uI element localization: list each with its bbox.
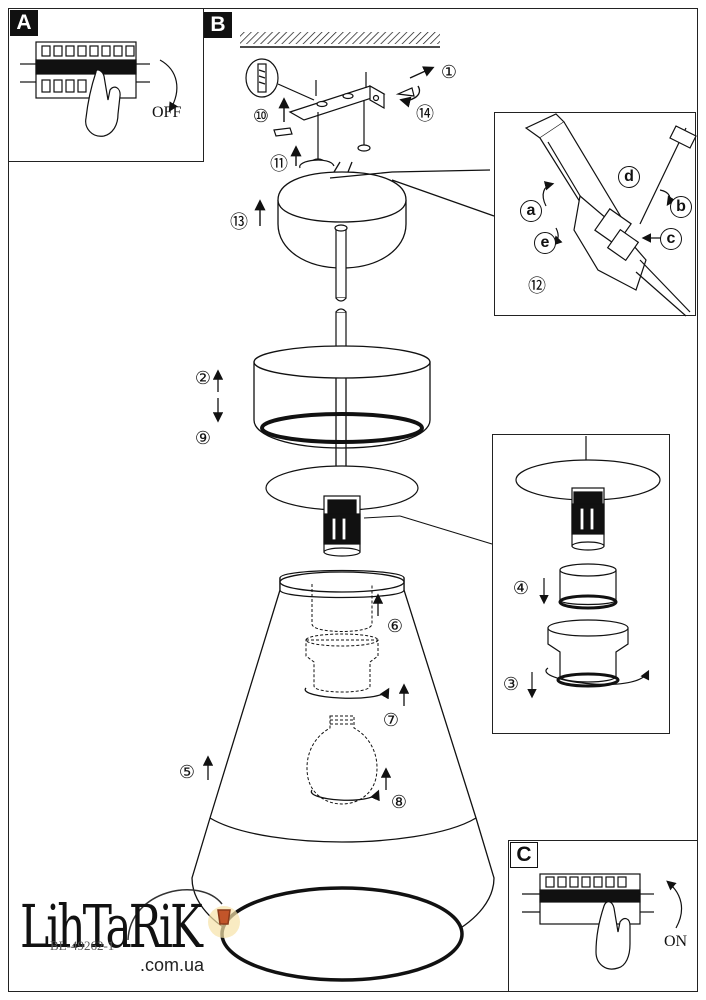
rotation-arrows — [202, 593, 410, 802]
watermark-brand: LihTaRiK — [20, 893, 203, 962]
top-cylinder-shade — [253, 345, 431, 476]
step-7-label: ⑦ — [382, 710, 400, 731]
step-3-label: ③ — [502, 674, 520, 695]
bulb-outline — [306, 715, 378, 805]
step-11-label: ⑪ — [270, 154, 288, 175]
lamp-socket — [323, 495, 361, 557]
watermark-domain: .com.ua — [140, 955, 205, 975]
step-14-label: ⑭ — [416, 104, 434, 125]
step-10-label: ⑩ — [252, 106, 270, 127]
step-arrows-top — [278, 66, 435, 166]
watermark-lamp — [127, 889, 240, 941]
wiring-letter-b: b — [670, 196, 692, 218]
step-4-label: ④ — [512, 578, 530, 599]
wiring-letter-e: e — [534, 232, 556, 254]
breaker-on-illustration — [522, 873, 683, 970]
step-12-label: ⑫ — [528, 276, 546, 297]
suspension-rod — [334, 224, 348, 351]
step-8-label: ⑧ — [390, 792, 408, 813]
wiring-letter-c: c — [660, 228, 682, 250]
product-code: BL-49262-1 — [50, 938, 115, 953]
mounting-bracket — [288, 84, 386, 121]
panel-c-tag: C — [510, 842, 538, 868]
ceiling — [240, 32, 440, 48]
step-9-label: ⑨ — [194, 428, 212, 449]
step-1-label: ① — [440, 62, 458, 83]
wall-plug-callout — [245, 58, 315, 101]
socket-inset-illustration — [515, 436, 661, 699]
wiring-terminal-illustration — [524, 113, 697, 317]
page-frame — [8, 8, 698, 992]
on-label: ON — [664, 933, 688, 950]
screws — [273, 72, 415, 169]
ceiling-canopy — [277, 161, 495, 269]
step-6-label: ⑥ — [386, 616, 404, 637]
step-5-label: ⑤ — [178, 762, 196, 783]
wiring-letter-a: a — [520, 200, 542, 222]
step-13-label: ⑬ — [230, 212, 248, 233]
panel-b-tag: B — [204, 12, 232, 38]
step-2-label: ② — [194, 368, 212, 389]
panel-a-tag: A — [10, 10, 38, 36]
wiring-letter-d: d — [618, 166, 640, 188]
breaker-off-illustration — [20, 41, 178, 137]
socket-callout-lines — [363, 515, 493, 545]
inner-ring-dashed — [305, 584, 379, 693]
